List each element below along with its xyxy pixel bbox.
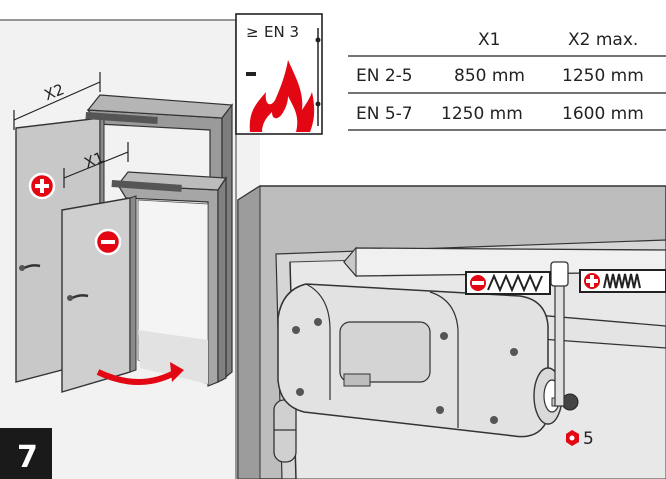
- figure-number: 7: [17, 440, 38, 475]
- size-table: X1 X2 max. EN 2-5 850 mm 1250 mm EN 5-7 …: [348, 30, 666, 131]
- table-row: EN 5-7 1250 mm 1600 mm: [356, 104, 644, 124]
- hex-key-tool: [550, 261, 569, 407]
- minus-spring-indicator: [465, 271, 551, 295]
- minus-icon: [468, 273, 488, 293]
- door-closer-body: [277, 283, 549, 438]
- table-header-x2: X2 max.: [568, 30, 638, 50]
- door-hinge: [273, 399, 297, 463]
- table-header-x1: X1: [478, 30, 500, 50]
- minus-icon: [94, 228, 122, 256]
- table-cell-x2: 1250 mm: [562, 66, 644, 86]
- table-cell-x1: 1250 mm: [441, 104, 523, 124]
- figure-number-badge: 7: [0, 428, 52, 479]
- table-cell-class: EN 2-5: [356, 66, 413, 86]
- hex-nut-callout: 5: [566, 429, 594, 449]
- hex-size-label: 5: [583, 429, 594, 449]
- table-cell-x2: 1600 mm: [562, 104, 644, 124]
- large-door-closer: [85, 112, 158, 125]
- rotate-arrow-icon: [96, 362, 184, 385]
- table-cell-x1: 850 mm: [454, 66, 525, 86]
- fire-icon: [249, 60, 315, 132]
- hex-nut-icon: [566, 430, 579, 446]
- plus-icon: [582, 271, 602, 291]
- fire-rating-label: ≥ EN 3: [235, 13, 323, 135]
- fire-rating-text: EN 3: [264, 23, 299, 41]
- plus-spring-indicator: [579, 269, 666, 293]
- small-door-frame: [116, 171, 228, 387]
- plus-icon: [28, 172, 56, 200]
- table-row: EN 2-5 850 mm 1250 mm: [356, 66, 644, 86]
- table-cell-class: EN 5-7: [356, 104, 413, 124]
- small-door: [61, 195, 137, 393]
- fire-rating-symbol: ≥: [246, 23, 259, 41]
- small-door-closer: [111, 180, 182, 192]
